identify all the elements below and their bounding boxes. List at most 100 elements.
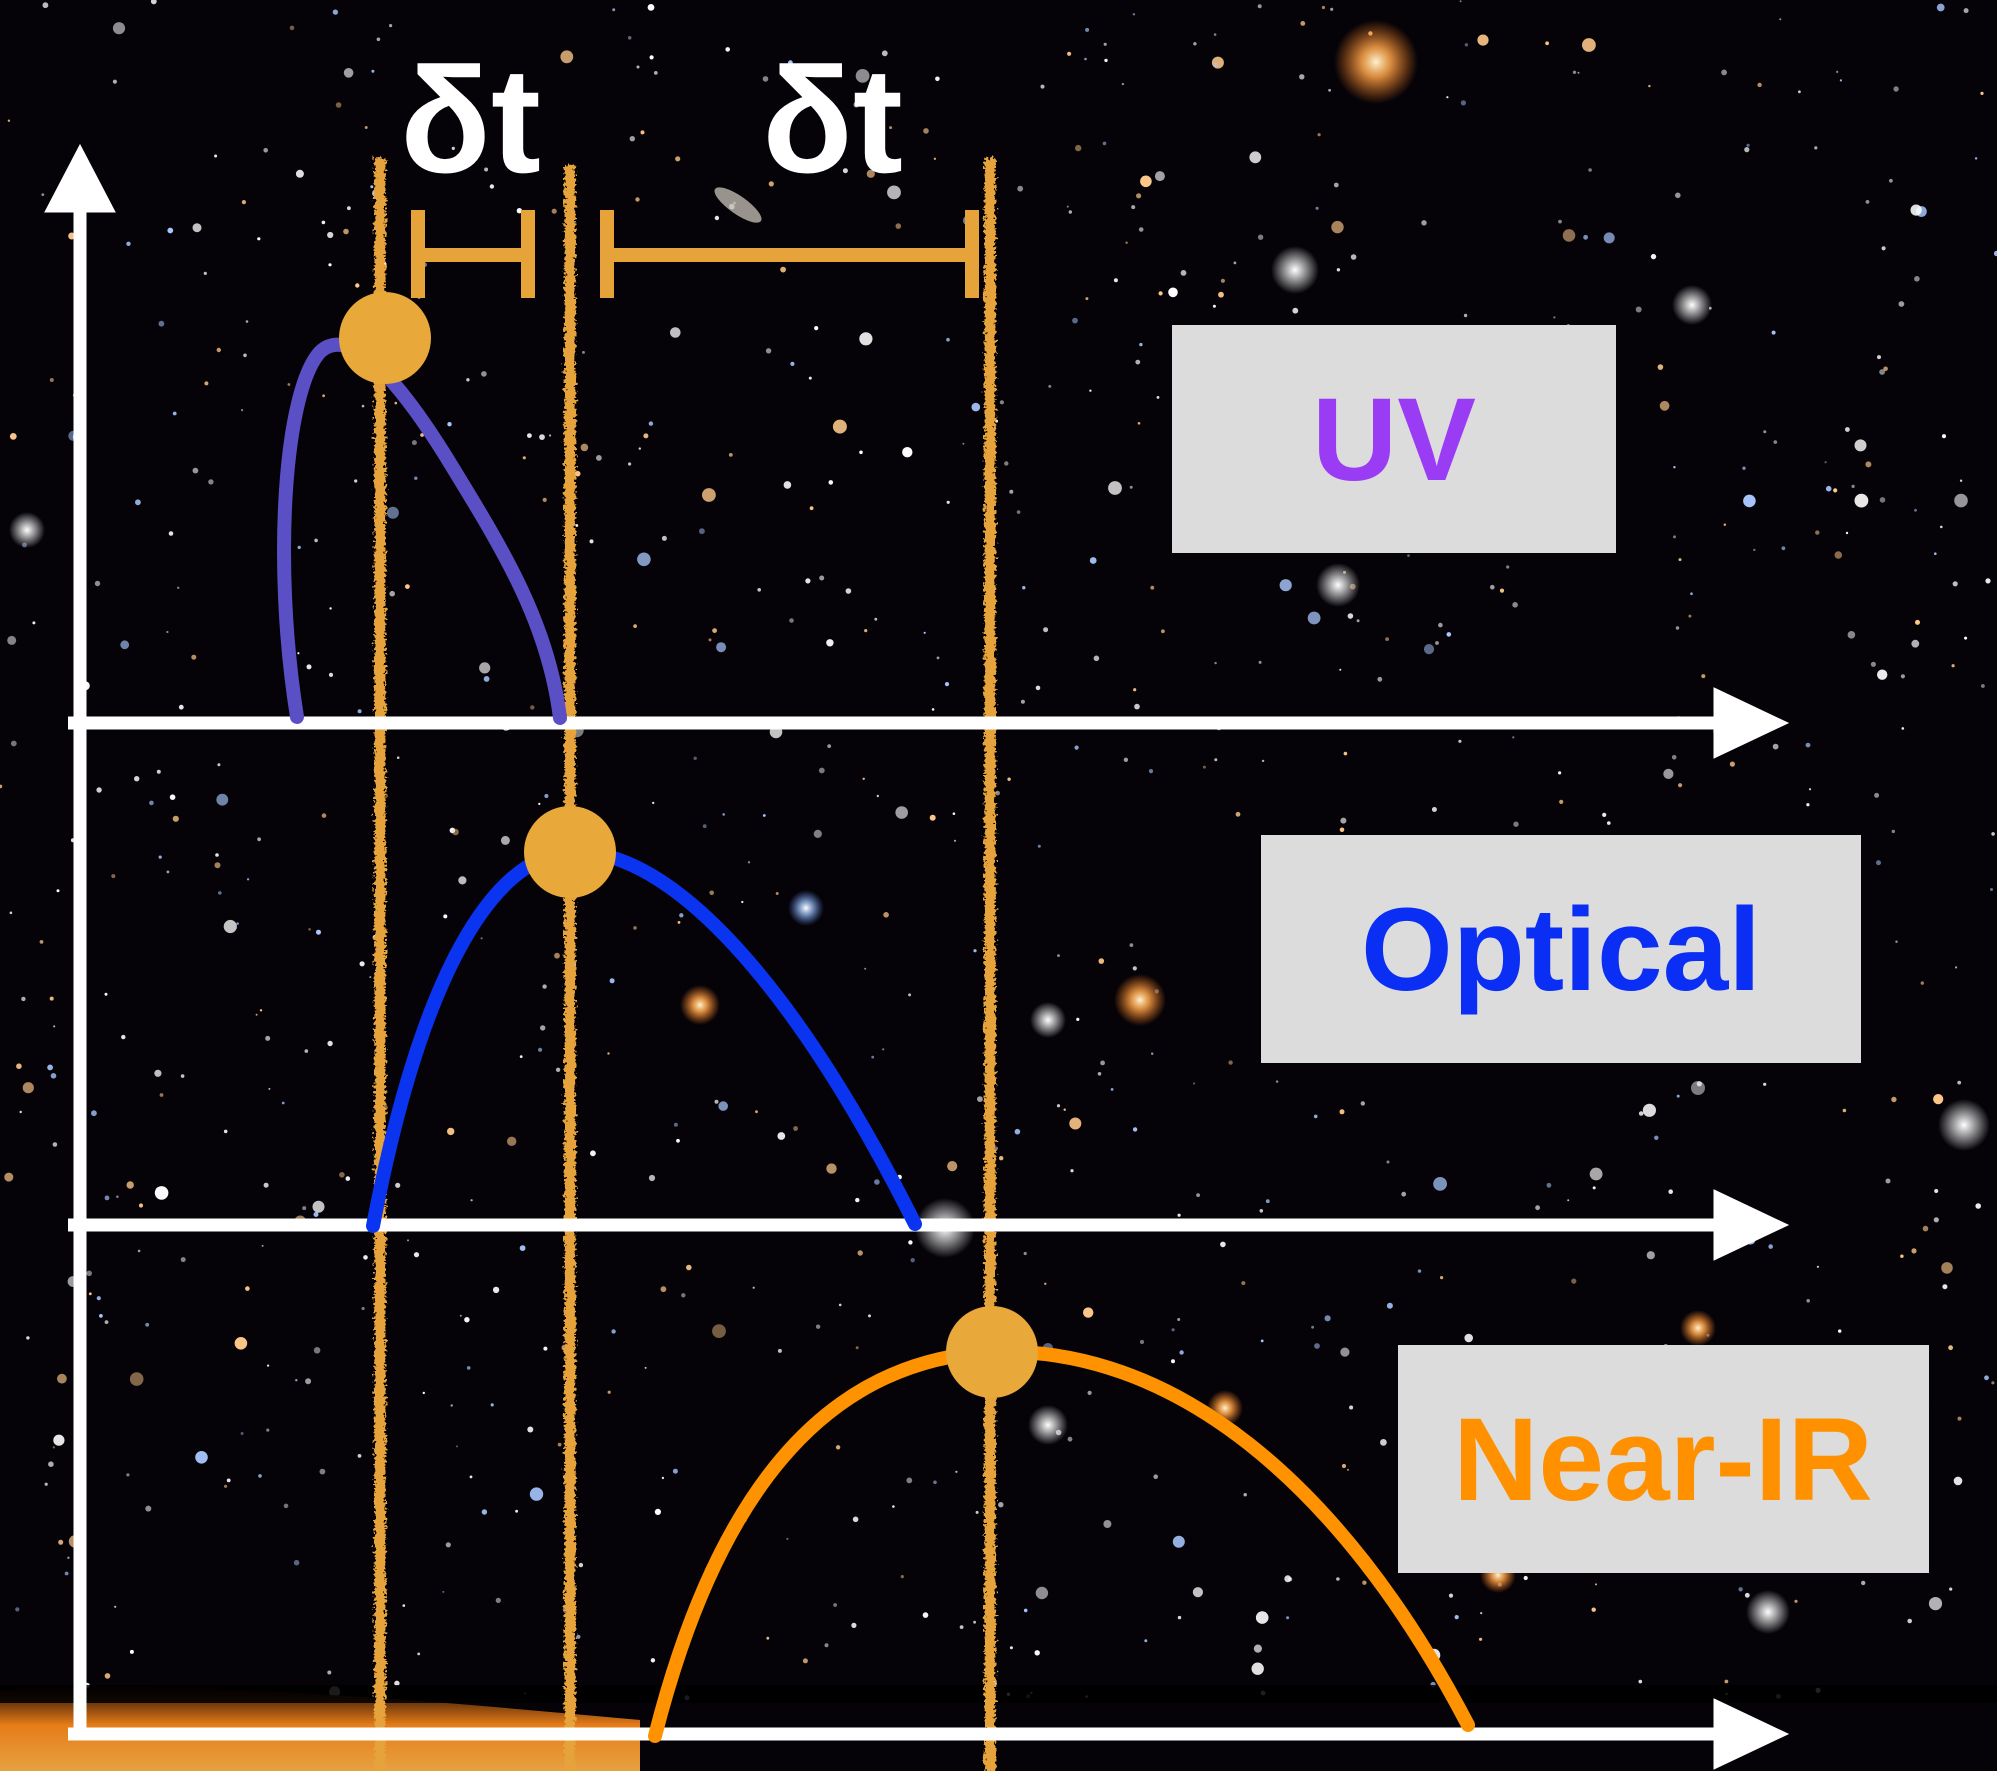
star — [895, 806, 908, 819]
star — [1218, 291, 1224, 298]
star — [1914, 508, 1917, 512]
star — [1901, 727, 1905, 730]
star — [490, 1403, 494, 1407]
star — [407, 1239, 409, 1242]
star — [236, 922, 239, 925]
star — [607, 1390, 611, 1394]
star — [217, 763, 221, 767]
star — [1336, 268, 1341, 272]
star — [1125, 241, 1128, 244]
y-axis-arrow-icon — [44, 143, 116, 213]
star — [1688, 614, 1692, 618]
star — [267, 1364, 270, 1367]
star — [302, 1206, 307, 1211]
star — [44, 1482, 48, 1486]
star — [413, 1252, 420, 1258]
star — [842, 168, 848, 174]
star — [52, 1446, 55, 1449]
star — [168, 531, 174, 536]
star — [1435, 641, 1439, 645]
time-guide-lines — [374, 158, 996, 1771]
star — [589, 539, 594, 544]
bright-star — [1271, 246, 1319, 294]
star — [223, 1129, 228, 1134]
star — [1123, 757, 1129, 762]
star — [126, 1473, 130, 1477]
star — [134, 776, 140, 782]
star — [529, 1487, 544, 1501]
star — [1350, 254, 1357, 260]
star — [156, 769, 161, 774]
star — [722, 813, 725, 816]
star — [1577, 71, 1580, 74]
star — [576, 1634, 581, 1639]
star — [557, 1442, 562, 1447]
star — [1648, 84, 1651, 88]
star — [57, 1373, 67, 1384]
star — [1056, 1104, 1061, 1108]
star — [1990, 888, 1993, 891]
star — [308, 928, 311, 931]
star — [1069, 1117, 1082, 1130]
star — [708, 638, 712, 642]
star — [328, 672, 334, 678]
star — [686, 1264, 692, 1271]
star — [780, 266, 786, 273]
star — [1464, 1333, 1473, 1343]
star — [180, 1257, 186, 1263]
star — [357, 1454, 362, 1458]
star — [1955, 966, 1958, 969]
star — [268, 1087, 271, 1090]
star — [1607, 821, 1611, 825]
star — [933, 1480, 937, 1485]
star — [661, 1476, 665, 1480]
star — [359, 961, 365, 967]
star — [1772, 743, 1779, 750]
star — [728, 453, 733, 457]
star — [1891, 1096, 1897, 1103]
star — [312, 1200, 325, 1213]
star — [1087, 1390, 1092, 1395]
star — [1377, 676, 1383, 682]
star — [1763, 430, 1767, 434]
star — [718, 1101, 728, 1111]
star — [1678, 558, 1682, 562]
star — [827, 744, 832, 748]
star — [560, 50, 574, 64]
star — [1883, 366, 1888, 372]
x-axis-uv-arrow-icon — [1713, 687, 1790, 759]
star — [129, 1372, 144, 1386]
star — [1865, 200, 1870, 204]
star — [361, 404, 365, 408]
star — [99, 1314, 103, 1318]
star — [208, 479, 214, 485]
star — [1097, 1072, 1102, 1076]
star — [786, 1537, 789, 1540]
star — [530, 705, 535, 710]
star — [866, 169, 875, 178]
star — [216, 347, 221, 353]
star — [1089, 389, 1092, 392]
star — [1180, 270, 1187, 276]
star — [578, 1562, 584, 1568]
star — [1459, 0, 1462, 3]
star — [542, 984, 547, 989]
star — [808, 376, 812, 380]
star — [265, 1035, 271, 1041]
star — [580, 443, 589, 452]
star — [554, 952, 560, 959]
star — [10, 740, 17, 747]
star — [1132, 13, 1136, 16]
star — [818, 767, 825, 774]
star — [946, 337, 950, 342]
star — [828, 480, 834, 485]
star — [1251, 1662, 1264, 1675]
star — [910, 1258, 915, 1263]
star — [1479, 1637, 1483, 1641]
star — [32, 621, 36, 625]
star — [1773, 440, 1778, 444]
star — [1957, 1080, 1962, 1085]
star — [1914, 276, 1920, 282]
star — [549, 434, 552, 437]
